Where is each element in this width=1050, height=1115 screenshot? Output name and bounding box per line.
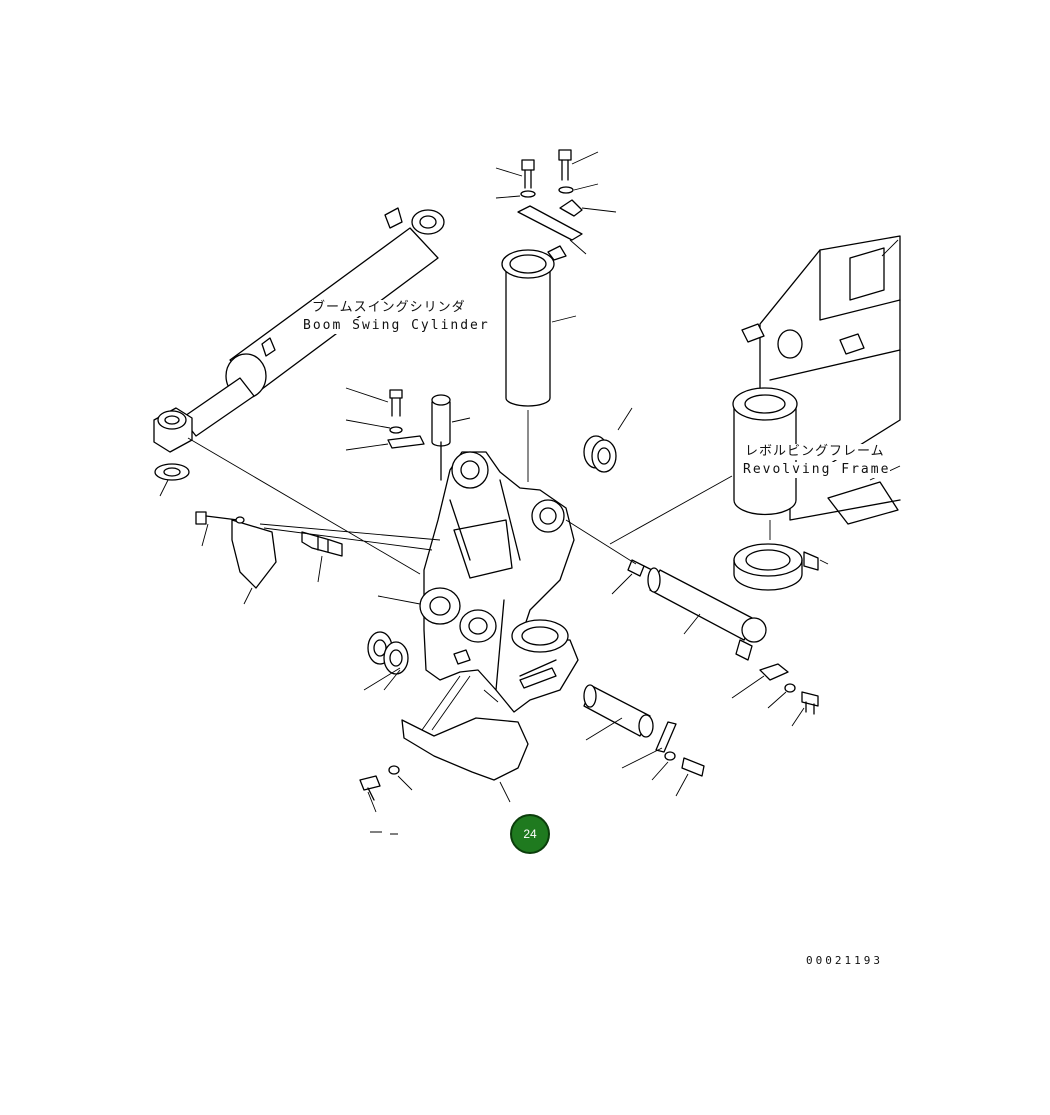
revolving-frame-label-jp: レボルビングフレーム <box>745 444 885 460</box>
revolving-frame-bushing[interactable] <box>733 543 819 591</box>
lock-pin[interactable] <box>431 394 451 481</box>
right-plate[interactable] <box>759 663 819 715</box>
swing-pin-sleeve[interactable] <box>501 245 567 407</box>
bracket-washer-upper[interactable] <box>583 435 617 473</box>
top-clamp-plate[interactable] <box>517 199 583 241</box>
boom-swing-cylinder-label-en: Boom Swing Cylinder <box>303 318 490 334</box>
drawing-number: 00021193 <box>806 954 883 967</box>
mid-bolt[interactable] <box>387 389 425 449</box>
left-cover-bracket[interactable] <box>231 516 277 589</box>
top-bolt-left[interactable] <box>520 159 536 198</box>
lower-washers[interactable] <box>367 631 409 675</box>
callout-number-badge[interactable]: 24 <box>510 814 550 854</box>
under-cover-plate[interactable] <box>401 717 529 781</box>
cover-bolt[interactable] <box>359 765 400 801</box>
lower-lock-plate[interactable] <box>655 721 705 777</box>
cylinder-pin-lower[interactable] <box>583 684 654 738</box>
revolving-frame-label-en: Revolving Frame <box>743 462 891 478</box>
revolving-frame[interactable] <box>732 235 901 525</box>
rubber-stopper[interactable] <box>301 531 343 557</box>
left-bolt[interactable] <box>195 511 239 525</box>
swing-pin-right[interactable] <box>647 567 767 661</box>
boom-swing-cylinder-label-jp: ブームスイングシリンダ <box>312 300 466 316</box>
leader-lines <box>159 151 901 835</box>
swing-bracket[interactable] <box>419 451 579 713</box>
top-bolt-right[interactable] <box>558 149 574 194</box>
cylinder-washer[interactable] <box>154 463 190 481</box>
